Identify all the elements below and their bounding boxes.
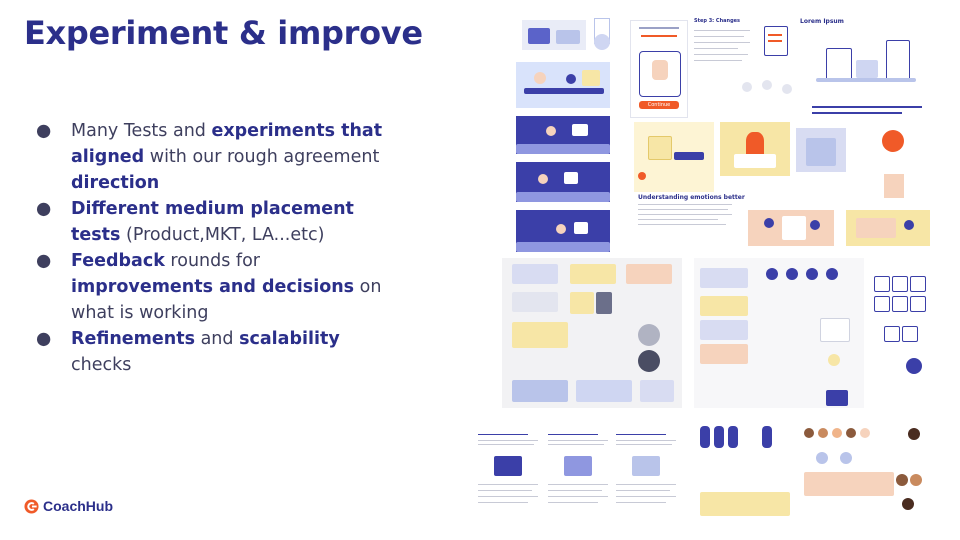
illustration-thumb-top [522,20,586,50]
illustration-dark-scene-3 [516,210,610,252]
emotions-text [638,204,734,232]
bullet-emphasis: improvements and decisions [71,277,355,297]
bullet-text: (Product,MKT, LA...etc) [120,225,325,245]
bullet-text: with our rough agreement [144,147,380,167]
bullet-dot: ● [36,251,52,271]
brand-logo: CoachHub [24,498,113,514]
illustration-dark-scene-2 [516,162,610,202]
bullet-dot: ● [36,121,52,141]
bullet-dot: ● [36,329,52,349]
bullet-text: rounds for [164,251,260,271]
board-left [502,258,682,408]
document-page-3 [616,430,680,522]
document-page-2 [548,430,612,522]
small-figures [738,78,796,102]
bullet-text: on what is working [71,277,382,323]
illustration-pie-thumb [594,34,610,50]
step-text-block: Step 3: Changes [694,18,756,108]
clipboard-small [884,174,904,198]
illustration-office-scene [516,62,610,108]
bullet-item: ● Many Tests and experiments that aligned… [36,118,396,196]
yellow-scene [846,210,930,246]
building-card [796,128,846,172]
bullet-emphasis: Different medium placement tests [71,199,354,245]
bullet-list: ● Many Tests and experiments that aligned… [36,118,396,378]
brand-name: CoachHub [43,498,113,514]
illustration-dark-scene-1 [516,116,610,154]
bullet-emphasis: Refinements [71,329,195,349]
step-heading: Step 3: Changes [694,18,741,24]
mobile-screen-mockup: Continue [630,20,688,118]
bullet-text: checks [71,355,132,375]
clipboard-illustration [760,26,790,58]
bullet-emphasis: Feedback [71,251,165,271]
room-illustration [816,30,916,84]
peach-scene [748,210,834,246]
bullet-item: ● Feedback rounds for improvements and de… [36,248,396,326]
emotions-heading: Understanding emotions better [638,194,745,201]
bullet-item: ● Different medium placement tests (Produ… [36,196,396,248]
page-title: Experiment & improve [24,14,423,52]
document-page-1 [478,430,542,522]
coachhub-logo-icon [24,498,39,514]
lorem-heading: Lorem Ipsum [800,18,844,25]
article-card [634,122,714,192]
bullet-emphasis: experiments that aligned [71,121,383,167]
bullet-item: ● Refinements and scalability checks [36,326,396,378]
bullet-text: Many Tests and [71,121,212,141]
bullet-dot: ● [36,199,52,219]
lorem-text-lines [812,106,932,120]
pie-card [878,130,908,156]
continue-button-label: Continue [647,102,671,108]
bullet-text: and [195,329,240,349]
character-sheet [696,422,930,532]
bullet-emphasis: scalability [239,329,340,349]
board-middle [694,258,864,408]
board-right [870,266,930,396]
bullet-emphasis: direction [71,173,160,193]
window-card [720,122,790,176]
